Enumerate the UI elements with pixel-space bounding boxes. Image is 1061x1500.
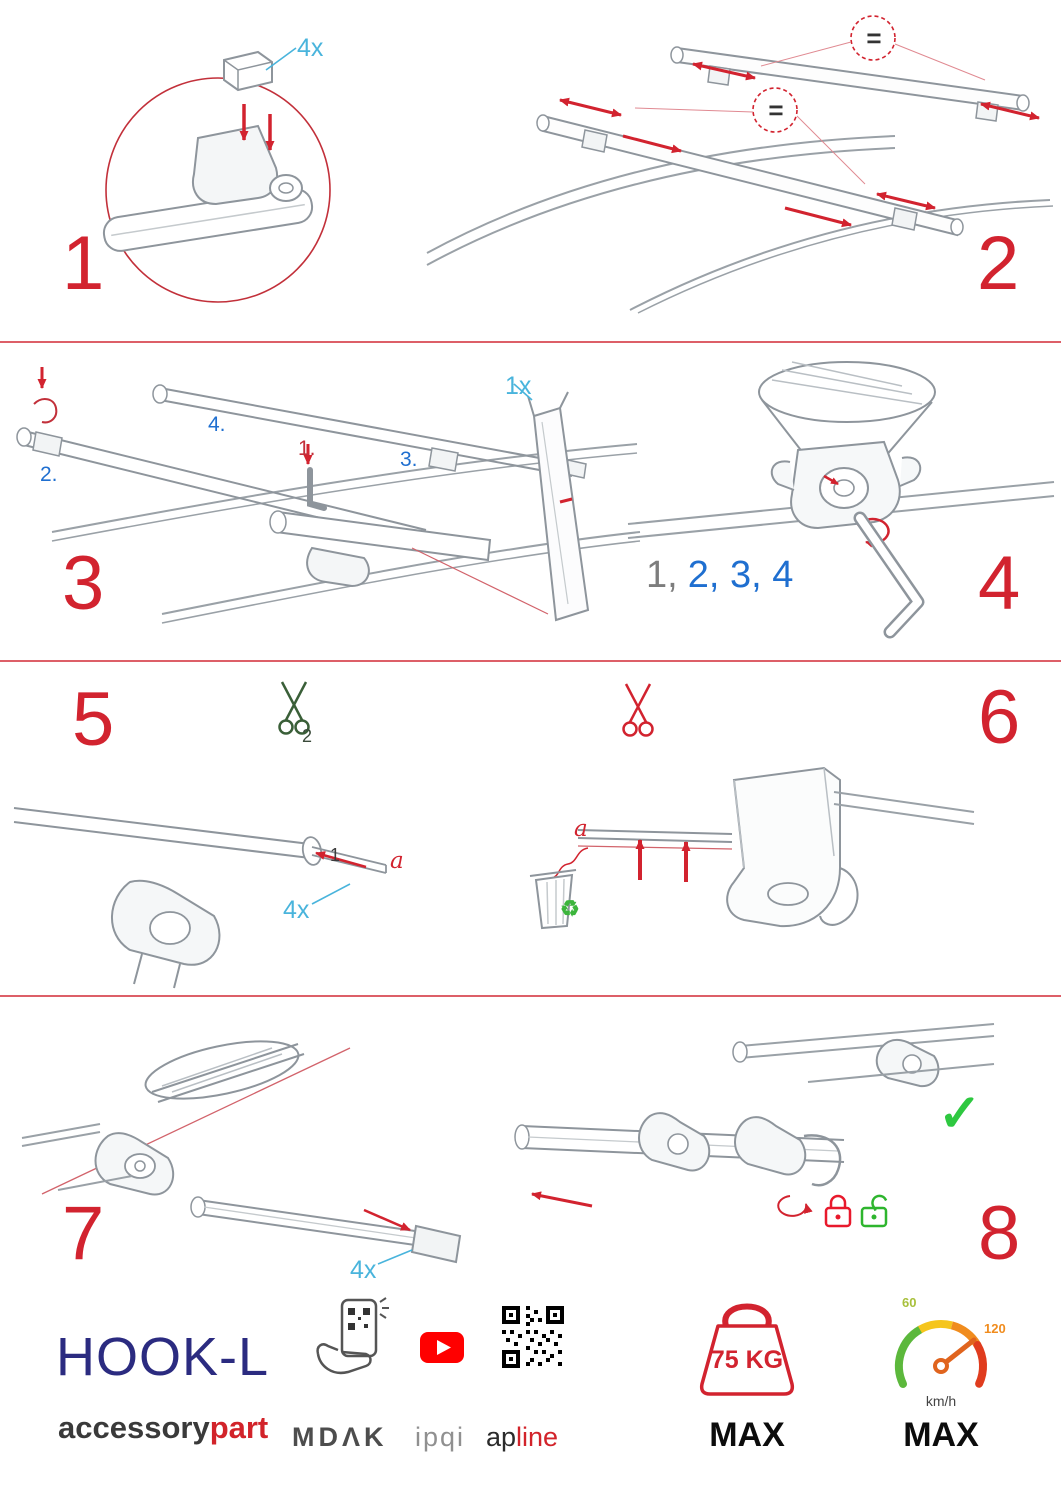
slide-arrow [531,1191,593,1208]
step-3-order-2: 2. [40,463,58,486]
trash-bin-icon [529,869,577,930]
measure-arrow [559,97,622,118]
product-name: HOOK-L [56,1327,270,1387]
speed-max-label: MAX [903,1416,979,1454]
step-3-order-3: 3. [400,448,418,471]
step-3-order-1: 1. [298,437,316,460]
pull-arrow [315,851,367,869]
weight-icon [699,1303,795,1396]
step-5-strap-order: 1 [330,845,341,865]
logo-ap-part: ap [486,1422,517,1452]
hook-arm [803,1134,842,1187]
step-6-a-label: a [574,816,588,842]
sequence-first: 1, [646,554,678,596]
step-5-number: 5 [72,677,116,762]
sequence-rest: 2, 3, 4 [687,554,794,596]
step-3-number: 3 [62,541,106,626]
padlock-closed-icon [824,1194,852,1228]
magnifier-circle [105,77,331,303]
scissors-icon [622,683,654,737]
check-icon: ✓ [938,1085,982,1143]
section-divider [0,995,1061,997]
speed-low-label: 60 [902,1295,917,1310]
brand-black: accessory [58,1410,210,1445]
section-divider [0,341,1061,343]
phone-qr-icon [316,1297,389,1375]
pointer-line [411,547,549,615]
step-2-illustration [426,15,1054,314]
step-3-quantity: 1x [505,372,532,400]
weight-max-label: MAX [709,1416,785,1454]
speed-high-label: 120 [984,1321,1006,1336]
equal-badge [850,15,896,61]
section-divider [0,660,1061,662]
callout-line [311,883,351,905]
step-7-quantity: 4x [350,1256,377,1284]
rotate-arrow [777,1195,813,1217]
padlock-open-icon [860,1194,888,1228]
step-8-illustration [514,1023,995,1228]
speed-unit-label: km/h [925,1393,957,1409]
strap-tool [532,406,590,622]
step-8-number: 8 [978,1191,1022,1276]
weight-value: 75 KG [710,1346,784,1374]
step-5-illustration [13,681,387,989]
step-6-illustration [529,683,975,930]
step-7-number: 7 [62,1191,106,1276]
logo-apline: apline [486,1424,558,1451]
step-2-number: 2 [977,221,1021,306]
step-3-order-4: 4. [208,413,226,436]
logo-mdak: MDΛK [292,1422,388,1452]
qr-code [502,1306,564,1368]
step-5-quantity: 4x [283,896,310,924]
logo-ipqi: ipqi [415,1422,466,1452]
foot-bracket [726,766,841,928]
step-6-number: 6 [978,675,1022,760]
step-5-a-label: a [390,848,404,874]
step-1-illustration [102,47,331,303]
step-5-cut-order: 2 [302,726,313,746]
equal-badge [752,87,798,133]
equal-sign: = [866,23,882,53]
callout-line [377,1249,413,1265]
speedometer-icon [895,1319,987,1388]
brand-red: part [209,1410,269,1445]
brand-logo: accessorypart [58,1412,268,1443]
step-1-quantity: 4x [297,34,324,62]
step-4-illustration [627,361,1055,639]
step-7-illustration [21,1040,462,1265]
insert-part [223,50,273,92]
step-3-illustration [16,367,641,624]
callout-line [513,383,533,401]
allen-key [307,467,327,511]
hook-part [33,398,58,424]
end-cap [410,1224,462,1264]
equal-sign: = [768,95,784,125]
insert-arrow [363,1208,411,1232]
scissors-icon [278,681,310,735]
step-4-number: 4 [978,541,1022,626]
pointer-line [41,1047,351,1195]
callout-line [265,47,297,71]
step-1-number: 1 [62,221,106,306]
discard-curl [551,847,589,879]
clamp-body [734,1116,807,1176]
youtube-icon [420,1332,464,1363]
logo-line-part: line [516,1422,559,1452]
recycle-icon: ♻ [560,896,580,921]
step-4-sequence: 1,2, 3, 4 [646,556,793,594]
rail-end [301,836,323,866]
